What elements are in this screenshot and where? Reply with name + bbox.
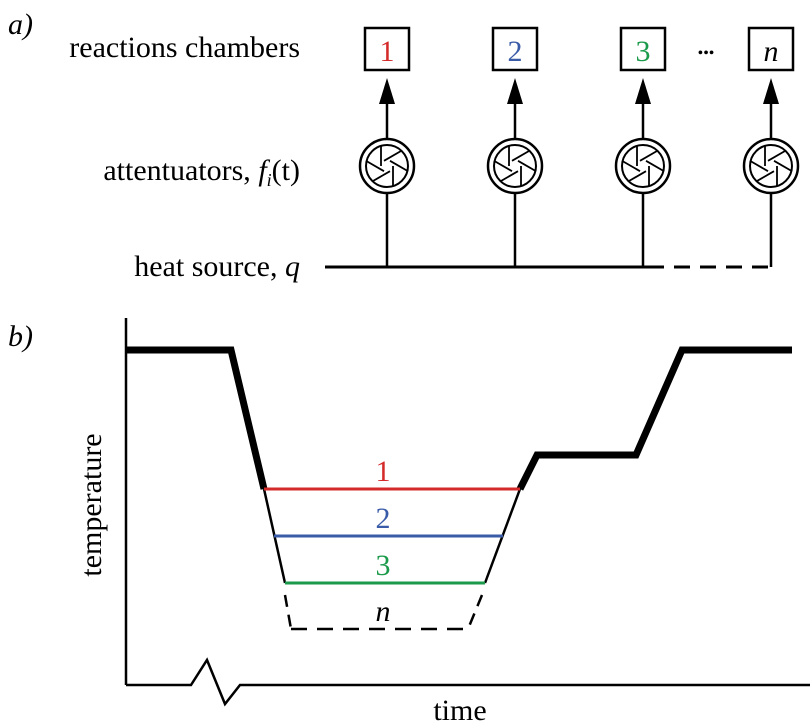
y-axis-label: temperature <box>75 433 108 576</box>
panel-a-label: a) <box>8 8 33 41</box>
temperature-profile-bold <box>126 346 268 490</box>
heat-source-label-text: heat source, <box>134 250 285 283</box>
chamber-box <box>747 26 795 72</box>
level-label-4: n <box>376 595 391 628</box>
cooling-ramp-dashed <box>283 594 293 630</box>
level-label-1: 1 <box>376 455 391 488</box>
chamber-column-4: n <box>742 26 800 267</box>
panel-b-label: b) <box>8 320 33 353</box>
aperture-icon <box>742 137 800 195</box>
chamber-column-1: 1 <box>358 26 416 267</box>
arrow-up-icon <box>763 78 779 104</box>
heating-ramp-dashed <box>466 594 484 630</box>
chamber-box <box>619 26 667 72</box>
x-axis-label: time <box>433 694 486 724</box>
chambers-row-label: reactions chambers <box>69 31 300 64</box>
chamber-label-3: 3 <box>636 35 651 68</box>
chamber-label-4: n <box>764 35 779 68</box>
chamber-column-3: 3 <box>614 26 672 267</box>
chamber-columns: 1 2 3 n <box>358 26 800 267</box>
attenuators-label-text: attentuators, <box>103 154 258 187</box>
arrow-up-icon <box>635 78 651 104</box>
level-label-2: 2 <box>376 502 391 535</box>
chamber-label-1: 1 <box>380 35 395 68</box>
attenuators-row-label: attentuators, fi(t) <box>103 154 300 190</box>
chamber-box <box>491 26 539 72</box>
temperature-profile-bold-right <box>516 346 792 491</box>
chambers-ellipsis: ••• <box>698 45 715 62</box>
chamber-column-2: 2 <box>486 26 544 267</box>
heat-source-q-symbol: q <box>285 250 300 283</box>
heat-source-row-label: heat source, q <box>134 250 300 283</box>
x-axis-with-break <box>126 657 810 707</box>
attenuators-t-argument: (t) <box>272 154 300 187</box>
arrow-up-icon <box>379 78 395 104</box>
aperture-icon <box>486 137 544 195</box>
aperture-icon <box>358 137 416 195</box>
level-label-3: 3 <box>376 549 391 582</box>
temperature-levels: 1 2 3 n <box>264 455 520 631</box>
chamber-label-2: 2 <box>508 35 523 68</box>
attenuators-i-subscript: i <box>267 170 272 190</box>
arrow-up-icon <box>507 78 523 104</box>
aperture-icon <box>614 137 672 195</box>
chamber-box <box>363 26 411 72</box>
